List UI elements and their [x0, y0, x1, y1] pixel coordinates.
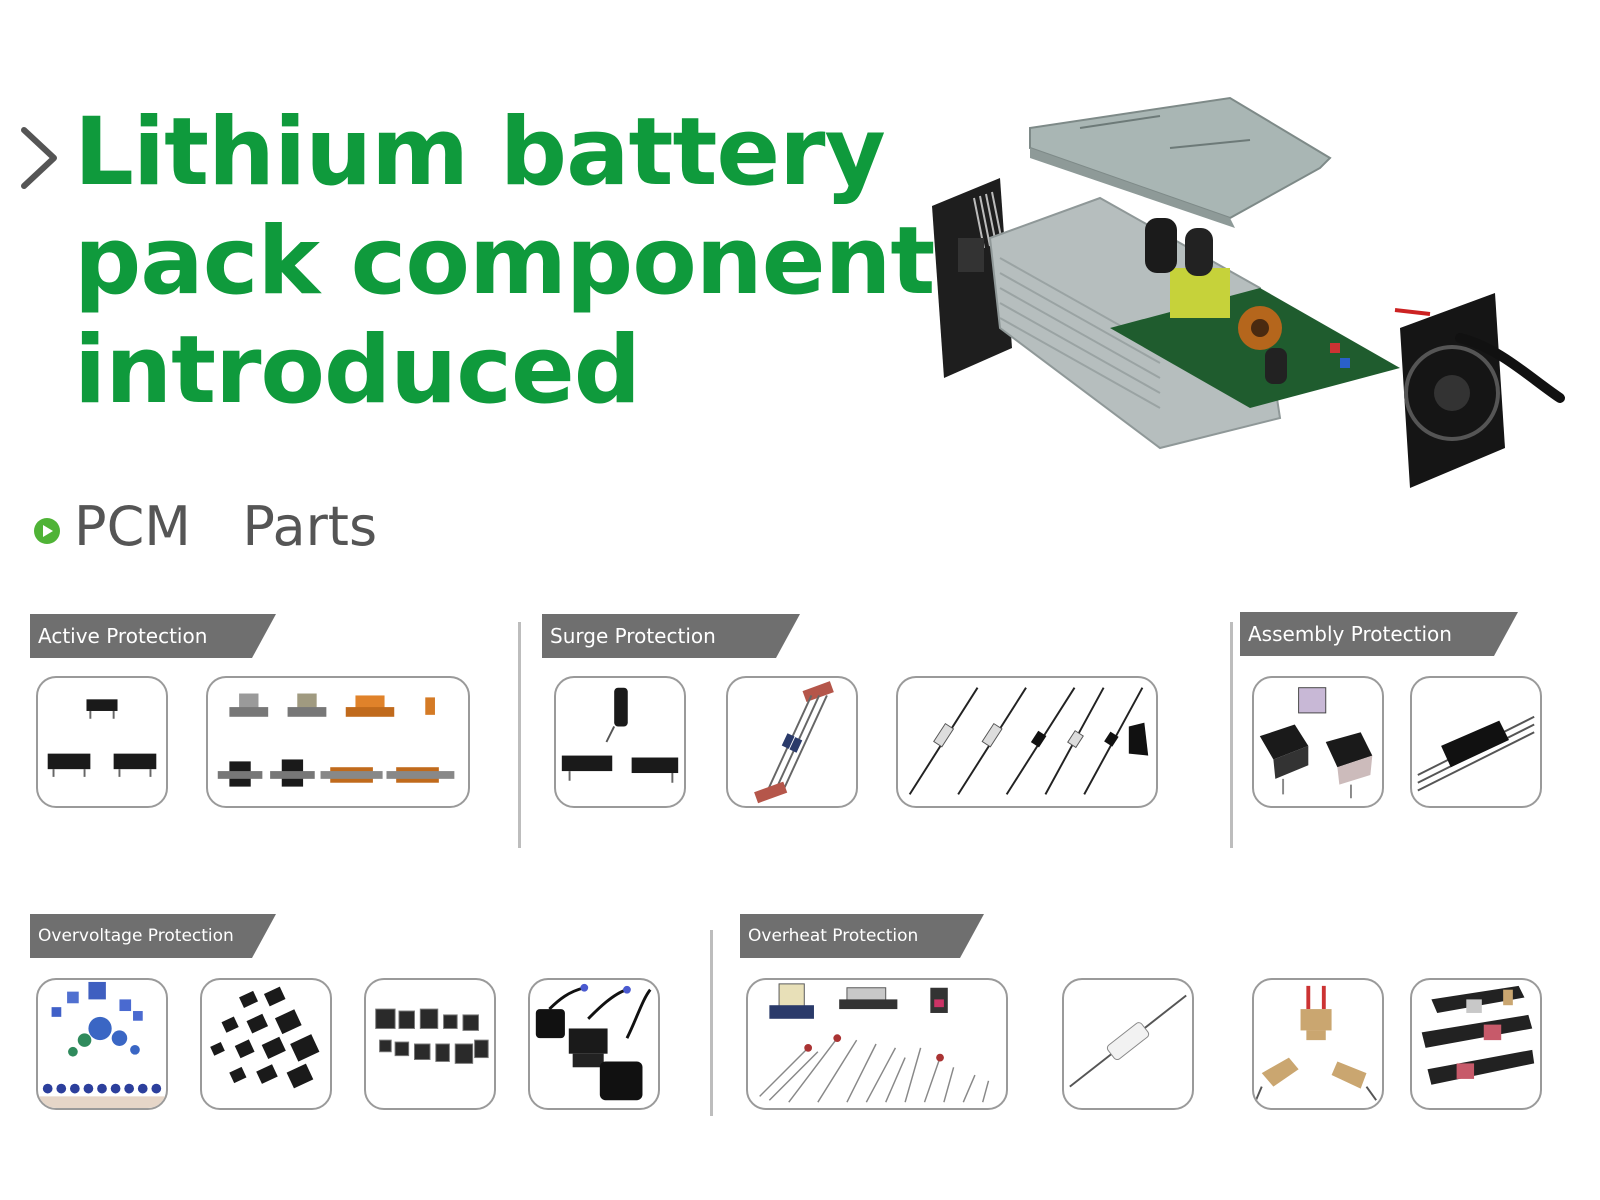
title-line: introduced: [74, 316, 641, 425]
charger-exploded-illustration: [932, 96, 1565, 488]
category-label-assembly: Assembly Protection: [1240, 612, 1518, 656]
circle-play-icon: [34, 518, 60, 544]
thumb-assembly-ptc: [1252, 676, 1384, 808]
thumb-fuses-diodes: [896, 676, 1158, 808]
category-label-active: Active Protection: [30, 614, 276, 658]
category-label-overvoltage: Overvoltage Protection: [30, 914, 276, 958]
thumb-ptc-components: [554, 676, 686, 808]
category-label-overheat: Overheat Protection: [740, 914, 984, 958]
title-line: pack components: [74, 207, 990, 316]
thumb-sealed-component: [1410, 676, 1542, 808]
thumb-varistors: [36, 978, 168, 1110]
section-heading: PCM Parts: [74, 495, 378, 558]
category-label-surge: Surge Protection: [542, 614, 800, 658]
thumb-cable-sensors: [528, 978, 660, 1110]
thumb-thermistors: [746, 978, 1008, 1110]
thumb-axial-resistors: [726, 676, 858, 808]
divider: [1230, 622, 1233, 848]
thumb-thermal-cutoffs: [206, 676, 470, 808]
thumb-chip-components: [36, 676, 168, 808]
thumb-thermal-fuse: [1062, 978, 1194, 1110]
page-title: Lithium battery pack components introduc…: [74, 98, 990, 425]
divider: [518, 622, 521, 848]
thumb-breaker-strips: [1410, 978, 1542, 1110]
thumb-inductors: [364, 978, 496, 1110]
divider: [710, 930, 713, 1116]
thumb-bimetal-protector: [1252, 978, 1384, 1110]
chevron-right-icon: [21, 127, 57, 189]
title-line: Lithium battery: [74, 98, 886, 207]
thumb-smd-parts: [200, 978, 332, 1110]
